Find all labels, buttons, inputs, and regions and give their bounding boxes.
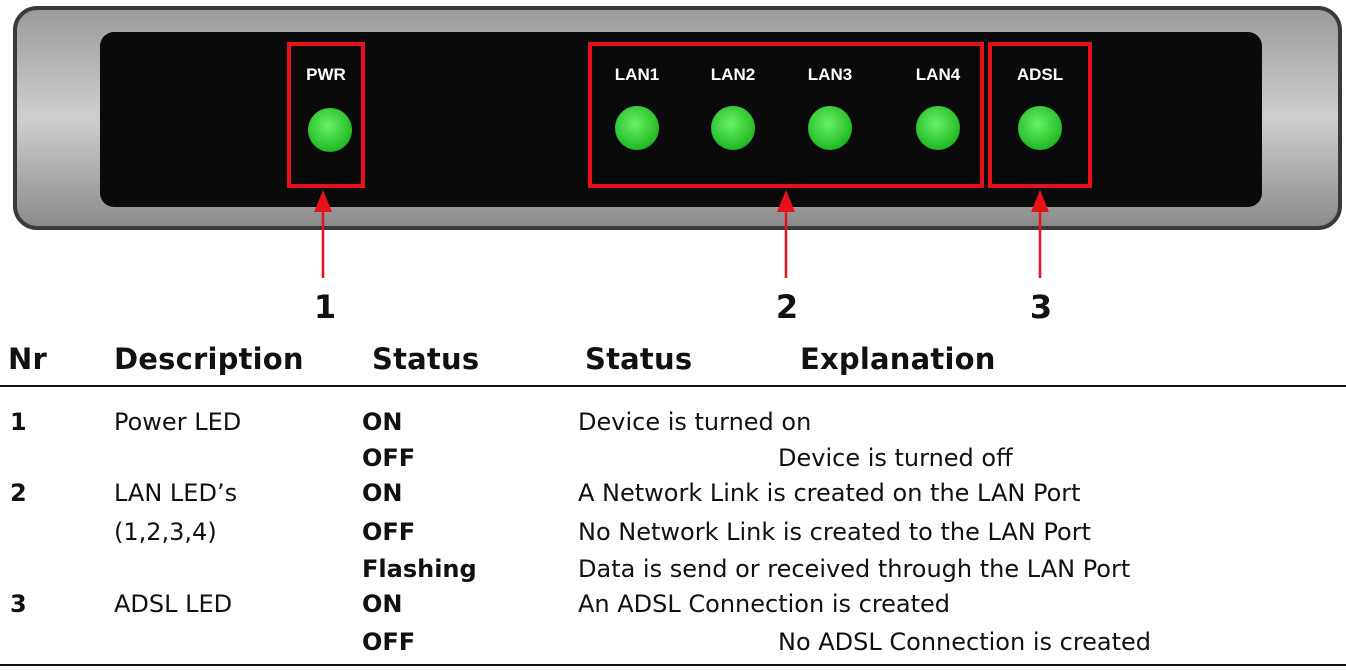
led-lan4 (916, 106, 960, 150)
led-label-adsl: ADSL (1017, 65, 1063, 84)
highlight-box-1 (287, 42, 365, 188)
led-lan1 (615, 106, 659, 150)
highlight-box-2 (588, 42, 984, 188)
row-1-description: Power LED (114, 408, 242, 436)
led-label-pwr: PWR (306, 65, 346, 84)
callout-number-1: 1 (314, 288, 336, 326)
led-adsl (1018, 106, 1062, 150)
callout-number-3: 3 (1030, 288, 1052, 326)
row-2-explanation: Device is turned off (778, 444, 1013, 472)
row-1-status: ON (362, 408, 403, 436)
led-label-lan4: LAN4 (916, 65, 961, 84)
row-1-explanation: Device is turned on (578, 408, 812, 436)
row-6-description: ADSL LED (114, 590, 233, 618)
led-lan2 (711, 106, 755, 150)
led-lan3 (808, 106, 852, 150)
led-label-lan2: LAN2 (711, 65, 755, 84)
row-4-explanation: No Network Link is created to the LAN Po… (578, 518, 1091, 546)
header-rule (0, 385, 1346, 387)
panel-face (100, 32, 1262, 207)
router-front-panel-diagram: PWR LAN1 LAN2 LAN3 LAN4 ADSL 1 2 3 (13, 6, 1342, 326)
row-6-explanation: An ADSL Connection is created (578, 590, 951, 618)
header-nr: Nr (8, 342, 47, 376)
row-5-status: Flashing (362, 555, 477, 583)
row-3-explanation: A Network Link is created on the LAN Por… (578, 479, 1081, 507)
callout-arrow-2 (777, 190, 795, 278)
header-status-2: Status (585, 342, 693, 376)
row-3-status: ON (362, 479, 403, 507)
row-1-nr: 1 (10, 408, 27, 436)
callout-number-2: 2 (776, 288, 798, 326)
callout-arrow-1 (314, 190, 332, 278)
header-description: Description (114, 342, 304, 376)
row-5-explanation: Data is send or received through the LAN… (578, 555, 1131, 583)
callout-arrow-3 (1031, 190, 1049, 278)
row-7-explanation: No ADSL Connection is created (778, 628, 1152, 656)
footer-rule (0, 664, 1346, 666)
row-3-nr: 2 (10, 479, 27, 507)
row-4-status: OFF (362, 518, 416, 546)
row-7-status: OFF (362, 628, 416, 656)
led-pwr (308, 108, 352, 152)
header-status: Status (372, 342, 480, 376)
highlight-box-3 (988, 42, 1092, 188)
row-6-status: ON (362, 590, 403, 618)
led-label-lan1: LAN1 (615, 65, 659, 84)
led-label-lan3: LAN3 (808, 65, 852, 84)
row-4-description: (1,2,3,4) (114, 518, 217, 546)
row-2-status: OFF (362, 444, 416, 472)
header-explanation: Explanation (800, 342, 996, 376)
row-6-nr: 3 (10, 590, 27, 618)
row-3-description: LAN LED’s (114, 479, 238, 507)
